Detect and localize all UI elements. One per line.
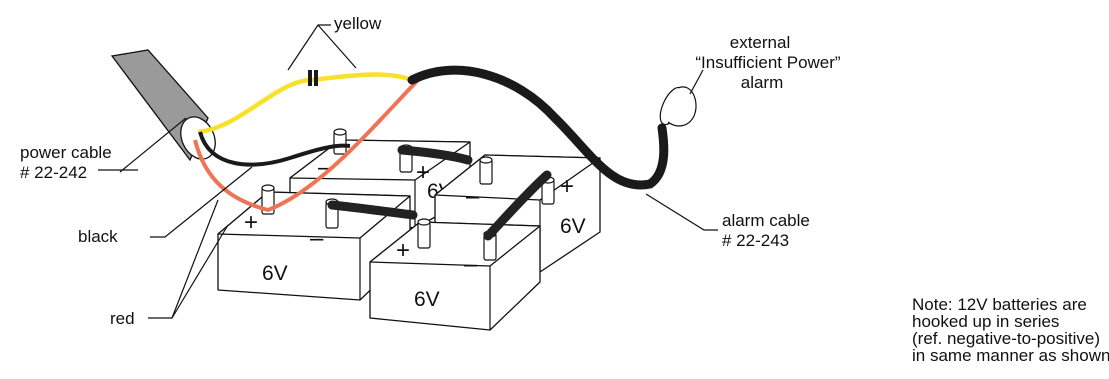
note-block: Note: 12V batteries are hooked up in ser… — [912, 295, 1109, 365]
label-alarm-cable-line1: alarm cable — [722, 211, 810, 230]
battery-back-right-plus-sign: + — [560, 173, 574, 200]
yellow-wire-connector-right — [314, 70, 318, 86]
label-power-cable-line1: power cable — [20, 143, 112, 162]
battery-front-left: + – 6V — [217, 184, 411, 301]
red-wire — [193, 78, 420, 213]
battery-back-left-minus-post — [333, 128, 347, 155]
label-yellow: yellow — [334, 14, 382, 33]
battery-front-left-minus-sign: – — [310, 225, 324, 252]
battery-back-right-minus-sign: – — [466, 183, 480, 210]
yellow-wire — [197, 72, 413, 135]
note-line-2: hooked up in series — [912, 312, 1059, 331]
battery-front-left-plus-sign: + — [244, 209, 258, 236]
yellow-wire-connector-left — [308, 70, 312, 86]
label-alarm-cable-line2: # 22-243 — [722, 231, 789, 250]
label-power-cable-line2: # 22-242 — [20, 163, 87, 182]
speaker-icon — [659, 86, 697, 127]
battery-front-right-plus-sign: + — [396, 237, 410, 264]
battery-front-right-voltage: 6V — [414, 288, 440, 311]
note-line-1: Note: 12V batteries are — [912, 295, 1087, 314]
label-external-alarm-line2: “Insufficient Power” — [695, 53, 841, 72]
jumper-front-left-to-front-right — [327, 200, 418, 220]
alarm-cable — [407, 65, 669, 190]
battery-front-right: + – 6V — [369, 218, 541, 331]
leader-lines — [98, 24, 718, 319]
battery-front-right-plus-post — [417, 218, 431, 249]
jumper-front-right-to-back-right — [483, 170, 552, 241]
battery-front-left-voltage: 6V — [262, 262, 288, 285]
label-external-alarm-line3: alarm — [741, 73, 784, 92]
jumper-back-left-to-back-right — [397, 145, 473, 165]
note-line-4: in same manner as shown. — [912, 346, 1109, 365]
label-black: black — [78, 227, 118, 246]
label-red: red — [110, 309, 135, 328]
battery-back-right-plus-post — [479, 156, 493, 185]
black-wire — [198, 131, 351, 167]
battery-back-right-voltage: 6V — [560, 215, 586, 238]
battery-front-right-minus-sign: – — [464, 251, 478, 278]
battery-back-left-plus-sign: + — [416, 159, 430, 186]
label-external-alarm-line1: external — [730, 33, 790, 52]
note-line-3: (ref. negative-to-positive) — [912, 329, 1100, 348]
